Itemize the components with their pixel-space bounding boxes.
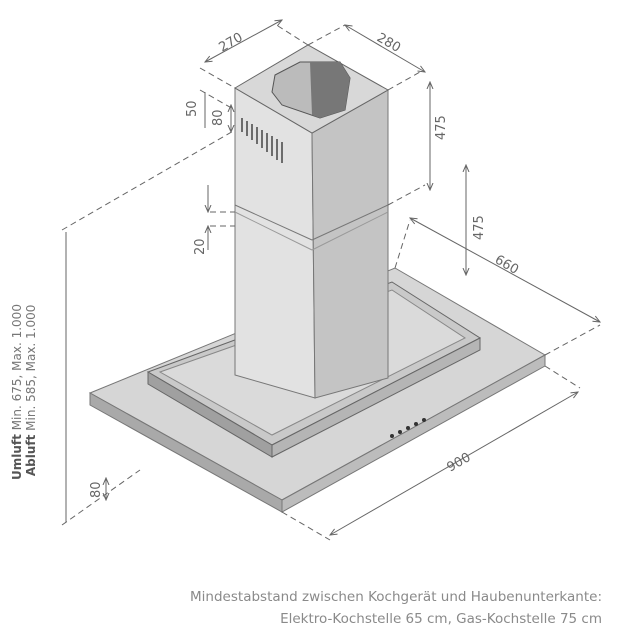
dim-20: 20 <box>193 238 208 255</box>
vent-slots <box>241 118 283 163</box>
dim-900: 900 <box>445 450 474 475</box>
dim-50: 50 <box>185 100 200 117</box>
dim-80-vent: 80 <box>211 109 226 126</box>
umluft-label: Umluft <box>10 434 24 480</box>
caption-line-1: Mindestabstand zwischen Kochgerät und Ha… <box>190 589 602 605</box>
dimension-lines <box>61 20 600 541</box>
dim-80-canopy: 80 <box>89 481 104 498</box>
dim-475-lower: 475 <box>472 215 487 240</box>
abluft-range: Min. 585, Max. 1.000 <box>24 304 38 431</box>
caption: Mindestabstand zwischen Kochgerät und Ha… <box>190 586 602 630</box>
dim-270: 270 <box>217 30 246 55</box>
chimney <box>234 44 390 399</box>
caption-line-2: Elektro-Kochstelle 65 cm, Gas-Kochstelle… <box>280 611 602 627</box>
dimension-labels: 270 280 50 80 475 475 20 660 900 80 <box>89 30 521 498</box>
dim-280: 280 <box>374 30 403 55</box>
dim-660: 660 <box>492 252 521 277</box>
height-notes: Umluft Min. 675, Max. 1.000 Abluft Min. … <box>10 304 38 480</box>
dim-475-upper: 475 <box>434 115 449 140</box>
abluft-label: Abluft <box>24 434 38 477</box>
umluft-range: Min. 675, Max. 1.000 <box>10 304 24 431</box>
